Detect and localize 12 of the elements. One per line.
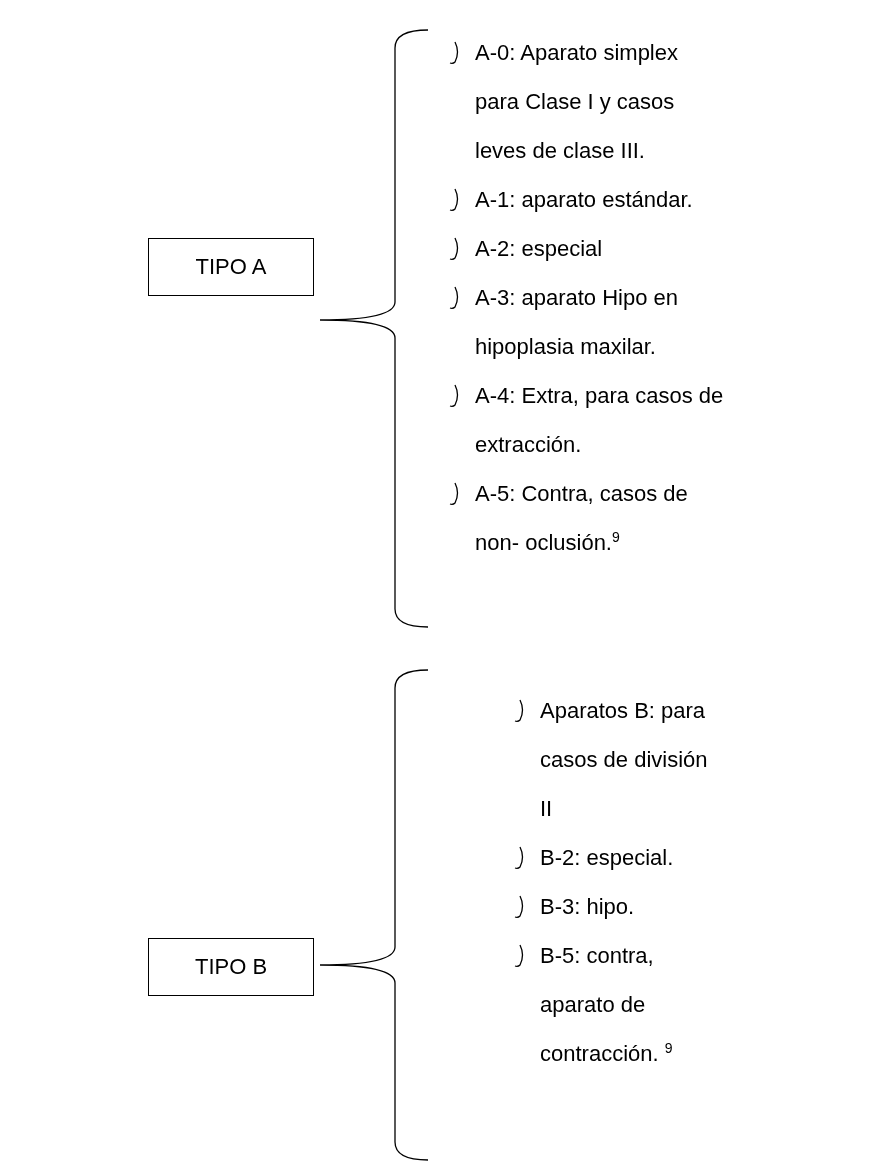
list-item: A-5: Contra, casos de non- oclusión.$^{9}$	[475, 480, 689, 557]
list-item: A-4: Extra, para casos de extracción.	[475, 382, 725, 459]
label-box: TIPO A	[148, 238, 314, 296]
list-item: A-2: especial	[475, 235, 604, 263]
list-item: A-1: aparato estándar.	[475, 186, 694, 214]
list-item: B-5: contra, aparato de contracción. $^{9}$	[540, 942, 674, 1068]
list-item: A-3: aparato Hipo en hipoplasia maxilar.	[475, 284, 680, 361]
list-item: B-3: hipo.	[540, 893, 636, 921]
list-item: B-2: especial.	[540, 844, 675, 872]
list-item: Aparatos B: para casos de división II	[540, 697, 709, 823]
list-item: A-0: Aparato simplex para Clase I y casos leves de clase III.	[475, 39, 679, 165]
label-box: TIPO B	[148, 938, 314, 996]
